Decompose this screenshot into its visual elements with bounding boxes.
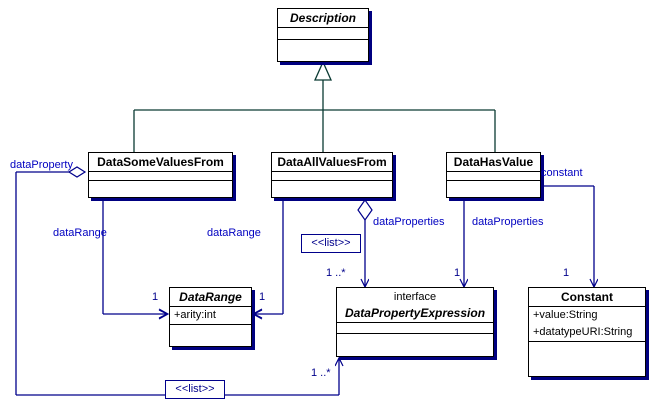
generalization-edges bbox=[133, 60, 496, 152]
multiplicity-data-range-left: 1 bbox=[152, 291, 159, 303]
attribute-value: +value:String bbox=[533, 309, 598, 321]
class-box-data-range[interactable]: DataRange +arity:int bbox=[169, 287, 252, 347]
multiplicity-constant: 1 bbox=[563, 267, 570, 279]
class-operations-data-some-values-from bbox=[89, 181, 232, 189]
multiplicity-dpe-bottom: 1 ..* bbox=[311, 367, 331, 379]
class-box-data-all-values-from[interactable]: DataAllValuesFrom bbox=[271, 152, 393, 198]
class-attributes-description bbox=[278, 28, 368, 40]
multiplicity-data-range-right: 1 bbox=[259, 291, 266, 303]
class-attributes-data-all-values-from bbox=[272, 172, 392, 181]
role-label-data-range-middle: dataRange bbox=[207, 227, 261, 239]
class-title-description: Description bbox=[278, 9, 368, 28]
class-operations-data-has-value bbox=[447, 181, 540, 189]
class-box-data-some-values-from[interactable]: DataSomeValuesFrom bbox=[88, 152, 233, 198]
stereotype-note-list-top: <<list>> bbox=[301, 234, 361, 253]
class-box-data-property-expression[interactable]: interface DataPropertyExpression bbox=[336, 287, 494, 357]
class-title-data-all-values-from: DataAllValuesFrom bbox=[272, 153, 392, 172]
role-label-data-properties-right: dataProperties bbox=[472, 216, 544, 228]
attribute-arity: +arity:int bbox=[174, 309, 216, 321]
association-edges bbox=[15, 166, 594, 396]
class-title-data-range: DataRange bbox=[170, 288, 251, 307]
class-operations-data-property-expression bbox=[337, 334, 493, 342]
attribute-datatype-uri: +datatypeURI:String bbox=[533, 326, 633, 338]
class-attributes-data-property-expression bbox=[337, 323, 493, 334]
multiplicity-dpe-top-right: 1 bbox=[454, 267, 461, 279]
class-title-data-has-value: DataHasValue bbox=[447, 153, 540, 172]
role-label-data-property: dataProperty bbox=[10, 159, 73, 171]
role-label-data-range-left: dataRange bbox=[53, 227, 107, 239]
role-label-data-properties-left: dataProperties bbox=[373, 216, 445, 228]
class-header-data-property-expression: interface DataPropertyExpression bbox=[337, 288, 493, 323]
role-label-constant: constant bbox=[541, 167, 583, 179]
class-box-description[interactable]: Description bbox=[277, 8, 369, 62]
class-operations-constant bbox=[529, 342, 645, 350]
class-attributes-data-range: +arity:int bbox=[170, 307, 251, 325]
class-title-data-property-expression: DataPropertyExpression bbox=[344, 306, 486, 320]
class-attributes-data-has-value bbox=[447, 172, 540, 181]
arrowhead-overlays bbox=[158, 308, 263, 320]
class-title-constant: Constant bbox=[529, 288, 645, 307]
stereotype-note-list-bottom: <<list>> bbox=[165, 380, 225, 399]
class-box-constant[interactable]: Constant +value:String +datatypeURI:Stri… bbox=[528, 287, 646, 377]
class-stereotype-interface: interface bbox=[393, 291, 437, 303]
class-operations-description bbox=[278, 40, 368, 48]
class-title-data-some-values-from: DataSomeValuesFrom bbox=[89, 153, 232, 172]
class-operations-data-all-values-from bbox=[272, 181, 392, 189]
class-box-data-has-value[interactable]: DataHasValue bbox=[446, 152, 541, 198]
class-attributes-constant: +value:String +datatypeURI:String bbox=[529, 307, 645, 342]
class-attributes-data-some-values-from bbox=[89, 172, 232, 181]
class-operations-data-range bbox=[170, 325, 251, 333]
multiplicity-dpe-top-left: 1 ..* bbox=[326, 267, 346, 279]
